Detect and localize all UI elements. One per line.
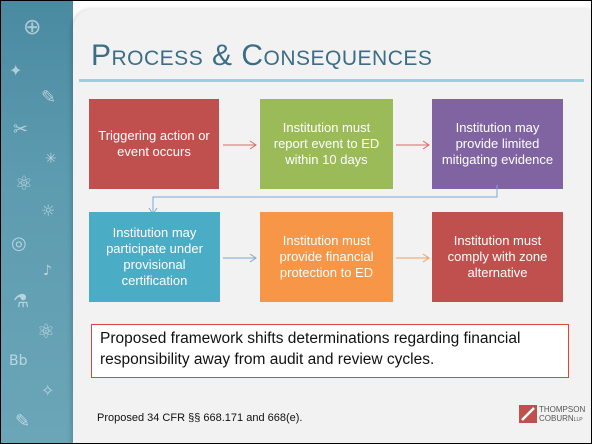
- arrow-right-icon: [223, 140, 257, 150]
- flask-icon: ⚗: [13, 291, 30, 312]
- flow-step-label: Institution must report event to ED with…: [273, 120, 380, 167]
- footer-citation: Proposed 34 CFR §§ 668.171 and 668(e).: [97, 412, 303, 424]
- logo-text: THOMPSON COBURNLLP: [539, 405, 585, 425]
- bulb-icon: ☼: [41, 201, 56, 220]
- flow-step-label: Institution must comply with zone altern…: [447, 233, 548, 280]
- globe-icon: ⊕: [23, 15, 42, 40]
- flow-step-label: Institution may participate under provis…: [106, 225, 203, 288]
- pencil-icon: ✎: [15, 411, 31, 432]
- globe-icon: ◎: [11, 233, 27, 254]
- title-divider: [79, 79, 584, 82]
- logo-line-1: THOMPSON: [539, 405, 586, 414]
- logo-line-2: COBURN: [539, 414, 574, 423]
- slide-title: Process & Consequences: [91, 39, 433, 72]
- note-icon: ♪: [43, 263, 52, 279]
- pencil-icon: ✎: [41, 87, 57, 108]
- arrow-right-icon: [223, 253, 257, 263]
- flow-step-3: Institution may provide limited mitigati…: [432, 99, 563, 189]
- atom-icon: ⚛: [15, 171, 33, 195]
- scissors-icon: ✂: [13, 119, 29, 140]
- star-icon: ✦: [9, 61, 23, 80]
- letters-icon: Bb: [9, 353, 28, 369]
- company-logo: THOMPSON COBURNLLP: [519, 403, 589, 429]
- arrow-right-icon: [396, 253, 430, 263]
- flow-step-5: Institution must provide financial prote…: [260, 212, 393, 302]
- sparkle-icon: ✳: [45, 151, 57, 167]
- flow-step-4: Institution may participate under provis…: [89, 212, 220, 302]
- flow-step-label: Institution must provide financial prote…: [279, 233, 374, 280]
- logo-mark-icon: [519, 405, 537, 423]
- flow-step-2: Institution must report event to ED with…: [260, 99, 393, 189]
- decorative-sidebar: ⊕ ✦ ✎ ✂ ✳ ⚛ ☼ ◎ ♪ ⚗ ⚛ Bb ✧ ✎: [1, 1, 73, 443]
- flow-step-label: Triggering action or event occurs: [98, 128, 210, 159]
- logo-suffix: LLP: [573, 417, 583, 423]
- flow-step-label: Institution may provide limited mitigati…: [441, 120, 554, 167]
- star-icon: ✧: [41, 381, 55, 400]
- arrow-right-icon: [396, 140, 430, 150]
- flow-step-6: Institution must comply with zone altern…: [432, 212, 563, 302]
- flow-step-1: Triggering action or event occurs: [89, 99, 219, 189]
- atom-icon: ⚛: [37, 319, 55, 343]
- callout-note: Proposed framework shifts determinations…: [91, 324, 569, 378]
